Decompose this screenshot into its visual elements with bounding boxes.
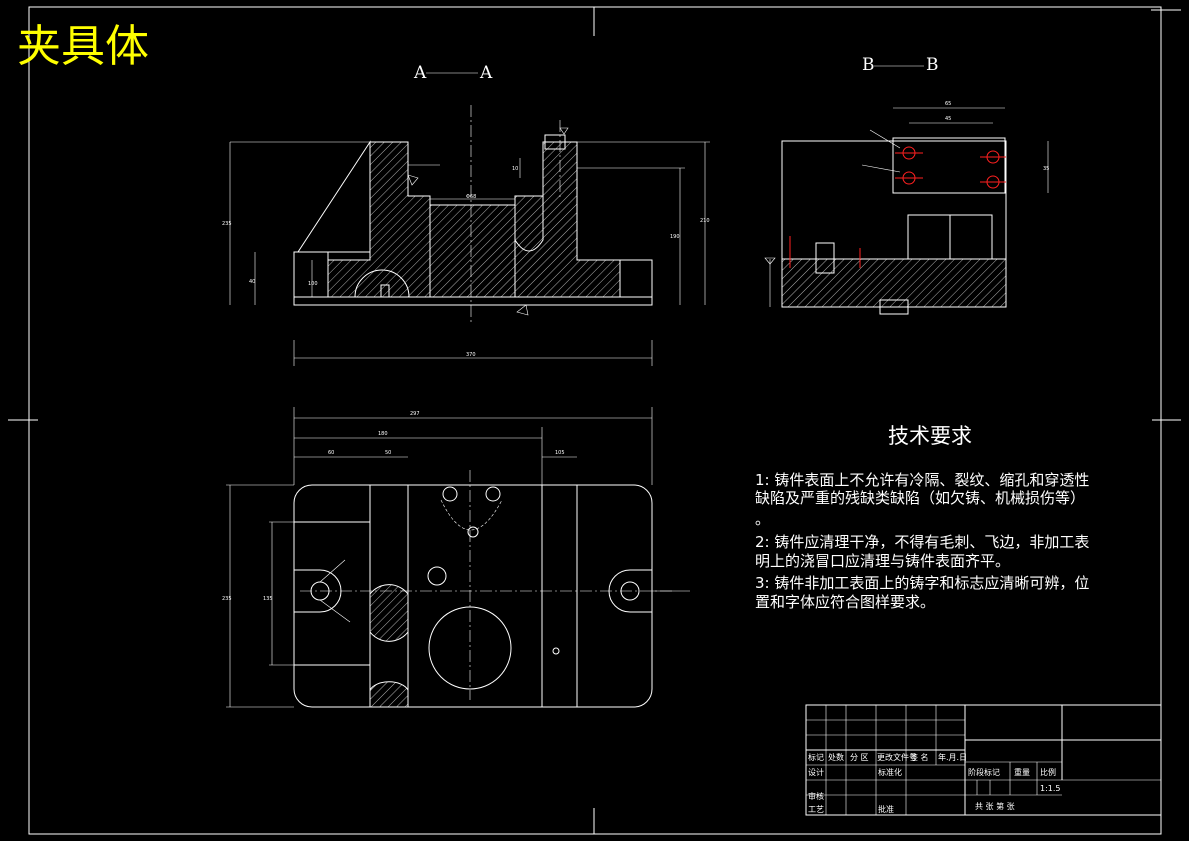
tech-requirement-line: 缺陷及严重的残缺类缺陷（如欠铸、机械损伤等）	[755, 489, 1085, 507]
dim-aa-total-width: 370	[466, 352, 476, 358]
dim-bb-inner: 45	[945, 116, 951, 122]
tech-requirement-line: 。	[755, 510, 770, 528]
section-bb-view: B B 65 45 35	[764, 55, 1049, 315]
tb-date: 年.月.日	[938, 752, 967, 762]
tb-count: 处数	[828, 752, 844, 762]
dim-plan-c: 50	[385, 450, 391, 456]
section-aa-view: A A 370 235 40 100	[222, 63, 710, 366]
tech-requirement-line: 1: 铸件表面上不允许有冷隔、裂纹、缩孔和穿透性	[755, 471, 1089, 489]
dim-aa-step: 100	[308, 281, 318, 287]
tb-zone: 分 区	[850, 753, 869, 762]
tb-scale-value: 1:1.5	[1040, 784, 1061, 793]
technical-requirements: 技术要求 1: 铸件表面上不允许有冷隔、裂纹、缩孔和穿透性 缺陷及严重的残缺类缺…	[755, 424, 1089, 611]
tb-sheets: 共 张 第 张	[975, 801, 1015, 811]
section-aa-label-right: A	[479, 63, 493, 83]
dim-plan-a: 180	[378, 431, 388, 437]
dim-aa-height-left: 235	[222, 221, 232, 227]
dim-plan-height: 235	[222, 596, 232, 602]
dim-plan-width: 297	[410, 411, 420, 417]
dim-aa-base: 40	[249, 279, 255, 285]
tech-requirement-line: 置和字体应符合图样要求。	[755, 593, 935, 611]
tb-standardize: 标准化	[878, 767, 902, 777]
plan-view: 297 180 60 50 105 235 135	[222, 407, 690, 708]
section-aa-label-left: A	[413, 63, 427, 83]
tb-stage-mark: 阶段标记	[968, 767, 1000, 777]
dim-aa-bore: Φ68	[466, 194, 476, 200]
tb-change-doc: 更改文件号	[877, 752, 917, 762]
tb-weight: 重量	[1014, 767, 1030, 777]
tb-process: 工艺	[808, 805, 824, 814]
tb-mark: 标记	[808, 752, 824, 762]
tech-requirements-heading: 技术要求	[888, 424, 972, 448]
dim-aa-inner: 190	[670, 234, 680, 240]
dim-aa-small: 10	[512, 166, 518, 172]
section-bb-label-right: B	[926, 55, 939, 75]
dim-bb-right: 35	[1043, 166, 1049, 172]
section-bb-label-left: B	[862, 55, 875, 75]
drawing-title: 夹具体	[17, 21, 149, 72]
dim-plan-b: 60	[328, 450, 334, 456]
tech-requirement-line: 2: 铸件应清理干净，不得有毛刺、飞边，非加工表	[755, 533, 1089, 551]
tb-review: 审核	[808, 791, 824, 801]
tb-approve: 批准	[878, 804, 894, 814]
tb-signature: 签 名	[910, 752, 929, 762]
tb-scale-label: 比例	[1040, 767, 1056, 777]
tech-requirement-line: 明上的浇冒口应清理与铸件表面齐平。	[755, 552, 1010, 570]
tech-requirement-line: 3: 铸件非加工表面上的铸字和标志应清晰可辨，位	[755, 574, 1089, 592]
dim-plan-d: 105	[555, 450, 565, 456]
title-block: 标记 处数 分 区 更改文件号 签 名 年.月.日 设计 标准化 审核 工艺 批…	[805, 704, 1162, 816]
dim-aa-height-right: 210	[700, 218, 710, 224]
dim-bb-top: 65	[945, 101, 951, 107]
dim-plan-e: 135	[263, 596, 273, 602]
drawing-frame	[8, 6, 1181, 835]
tb-design: 设计	[808, 767, 824, 777]
